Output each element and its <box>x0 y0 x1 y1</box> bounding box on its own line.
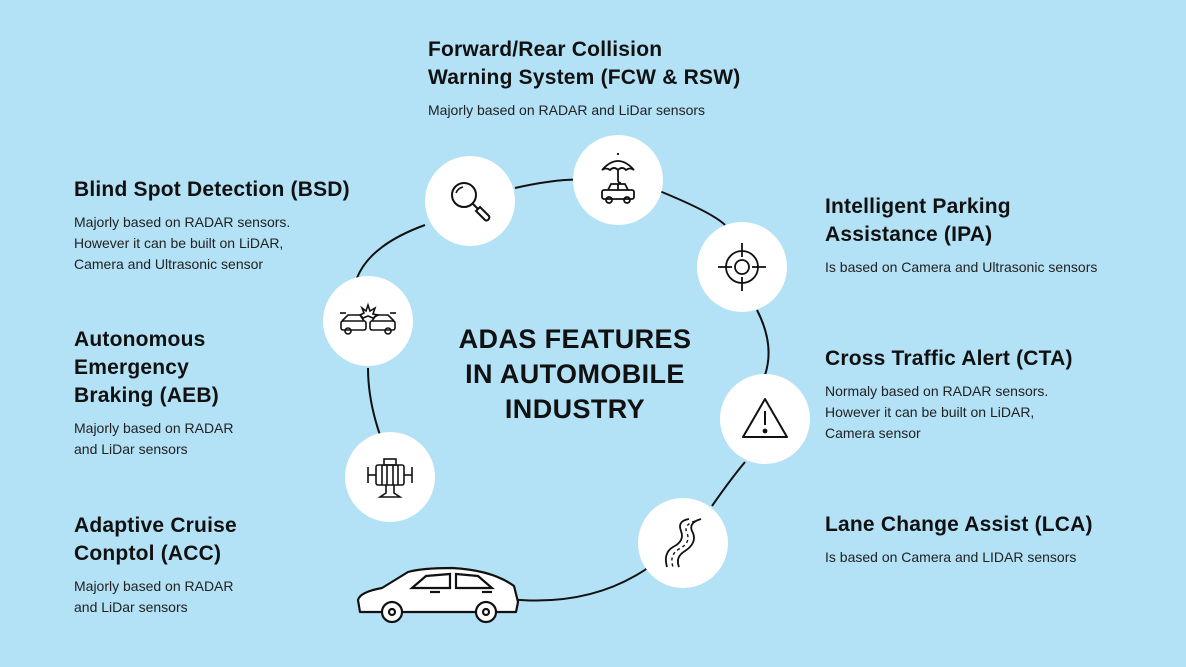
feature-title: Lane Change Assist (LCA) <box>825 511 1093 539</box>
magnifier-icon-circle <box>425 156 515 246</box>
feature-title-line: Warning System (FCW & RSW) <box>428 66 741 89</box>
feature-description-line: Normaly based on RADAR sensors. <box>825 383 1049 399</box>
feature-title-line: Adaptive Cruise <box>74 514 237 537</box>
feature-description-line: Majorly based on RADAR sensors. <box>74 214 291 230</box>
feature-description-line: Camera sensor <box>825 425 921 441</box>
feature-description: Is based on Camera and Ultrasonic sensor… <box>825 257 1097 278</box>
umbrella-car-icon-circle <box>573 135 663 225</box>
crosshair-icon <box>718 243 766 291</box>
feature-title: Forward/Rear Collision Warning System (F… <box>428 36 740 92</box>
feature-description-line: Majorly based on RADAR and LiDar sensors <box>428 102 706 118</box>
center-title: ADAS FEATURES IN AUTOMOBILE INDUSTRY <box>445 322 705 427</box>
feature-lca: Lane Change Assist (LCA) Is based on Cam… <box>825 511 1093 568</box>
feature-description-line: Camera and Ultrasonic sensor <box>74 256 264 272</box>
car-icon <box>356 566 520 624</box>
engine-icon-circle <box>345 432 435 522</box>
winding-road-icon <box>664 518 702 568</box>
feature-title-line: Autonomous <box>74 328 206 351</box>
feature-description-line: However it can be built on LiDAR, <box>74 235 284 251</box>
feature-title-line: Cross Traffic Alert (CTA) <box>825 347 1073 370</box>
road-icon-circle <box>638 498 728 588</box>
feature-title-line: Intelligent Parking <box>825 195 1011 218</box>
feature-title-line: Forward/Rear Collision <box>428 38 663 61</box>
feature-title: Cross Traffic Alert (CTA) <box>825 345 1073 373</box>
feature-description: Majorly based on RADAR and LiDar sensors <box>428 100 740 121</box>
umbrella-car-icon <box>601 153 635 204</box>
feature-ipa: Intelligent Parking Assistance (IPA) Is … <box>825 193 1097 278</box>
feature-description-line: Is based on Camera and LIDAR sensors <box>825 549 1077 565</box>
feature-description: Majorly based on RADAR and LiDar sensors <box>74 576 237 618</box>
feature-fcw: Forward/Rear Collision Warning System (F… <box>428 36 740 121</box>
feature-description: Is based on Camera and LIDAR sensors <box>825 547 1093 568</box>
feature-description-line: However it can be built on LiDAR, <box>825 404 1035 420</box>
crosshair-icon-circle <box>697 222 787 312</box>
feature-title-line: Braking (AEB) <box>74 384 219 407</box>
feature-description-line: Majorly based on RADAR <box>74 420 234 436</box>
warning-triangle-icon <box>742 398 788 438</box>
collision-icon <box>340 302 396 335</box>
center-title-line: IN AUTOMOBILE <box>465 359 685 389</box>
warning-icon-circle <box>720 374 810 464</box>
feature-title-line: Assistance (IPA) <box>825 223 993 246</box>
feature-title: Blind Spot Detection (BSD) <box>74 176 350 204</box>
feature-bsd: Blind Spot Detection (BSD) Majorly based… <box>74 176 350 275</box>
feature-aeb: Autonomous Emergency Braking (AEB) Major… <box>74 326 234 460</box>
feature-description-line: Is based on Camera and Ultrasonic sensor… <box>825 259 1098 275</box>
center-title-line: INDUSTRY <box>504 394 646 424</box>
feature-description: Normaly based on RADAR sensors. However … <box>825 381 1073 444</box>
feature-acc: Adaptive Cruise Conptol (ACC) Majorly ba… <box>74 512 237 618</box>
collision-icon-circle <box>323 276 413 366</box>
magnifier-icon <box>451 182 491 222</box>
feature-description-line: and LiDar sensors <box>74 599 188 615</box>
feature-description-line: Majorly based on RADAR <box>74 578 234 594</box>
feature-title: Autonomous Emergency Braking (AEB) <box>74 326 234 410</box>
feature-title-line: Lane Change Assist (LCA) <box>825 513 1093 536</box>
feature-title: Intelligent Parking Assistance (IPA) <box>825 193 1097 249</box>
feature-title-line: Conptol (ACC) <box>74 542 222 565</box>
feature-title: Adaptive Cruise Conptol (ACC) <box>74 512 237 568</box>
feature-description-line: and LiDar sensors <box>74 441 188 457</box>
center-title-line: ADAS FEATURES <box>458 324 692 354</box>
feature-description: Majorly based on RADAR and LiDar sensors <box>74 418 234 460</box>
feature-title-line: Emergency <box>74 356 190 379</box>
feature-cta: Cross Traffic Alert (CTA) Normaly based … <box>825 345 1073 444</box>
feature-description: Majorly based on RADAR sensors. However … <box>74 212 350 275</box>
engine-icon <box>367 458 413 498</box>
feature-title-line: Blind Spot Detection (BSD) <box>74 178 350 201</box>
